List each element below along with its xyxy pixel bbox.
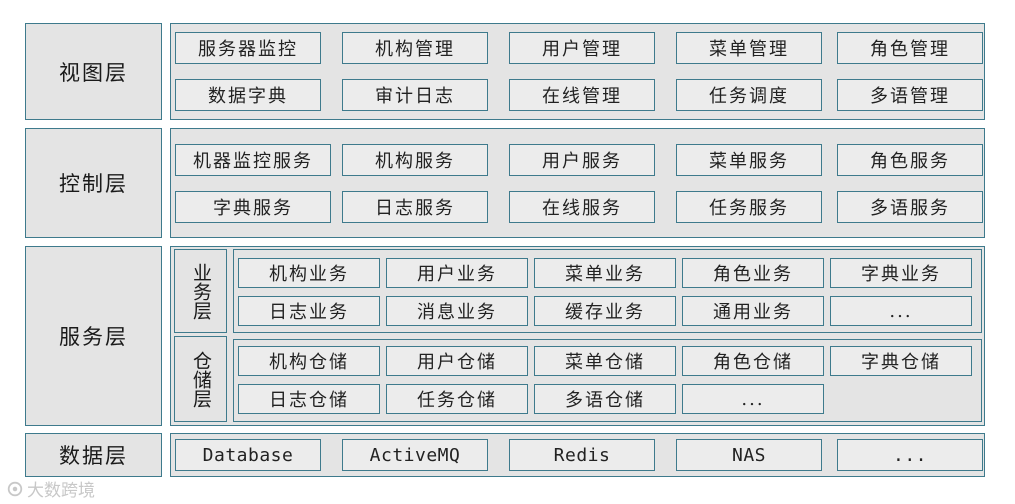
control-item: 日志服务 <box>342 191 488 223</box>
business-item: 字典业务 <box>830 258 972 288</box>
business-item: 机构业务 <box>238 258 380 288</box>
data-item: NAS <box>676 439 822 471</box>
view-item: 审计日志 <box>342 79 488 111</box>
watermark-logo-icon <box>7 481 23 496</box>
control-item: 字典服务 <box>175 191 331 223</box>
repository-item: 角色仓储 <box>682 346 824 376</box>
watermark-text: 大数跨境 <box>27 481 95 501</box>
data-item: ActiveMQ <box>342 439 488 471</box>
layer-label-control: 控制层 <box>25 128 162 238</box>
control-item: 机构服务 <box>342 144 488 176</box>
layer-label-view: 视图层 <box>25 23 162 120</box>
control-item: 菜单服务 <box>676 144 822 176</box>
business-layer-label: 业务层 <box>174 249 227 333</box>
view-item: 菜单管理 <box>676 32 822 64</box>
repository-item: 字典仓储 <box>830 346 972 376</box>
control-item: 用户服务 <box>509 144 655 176</box>
view-item: 机构管理 <box>342 32 488 64</box>
repository-item: 日志仓储 <box>238 384 380 414</box>
layer-label-data: 数据层 <box>25 433 162 477</box>
control-item: 在线服务 <box>509 191 655 223</box>
business-item: 通用业务 <box>682 296 824 326</box>
control-item: 多语服务 <box>837 191 983 223</box>
control-item: 机器监控服务 <box>175 144 331 176</box>
view-item: 在线管理 <box>509 79 655 111</box>
view-item: 服务器监控 <box>175 32 321 64</box>
business-item: 缓存业务 <box>534 296 676 326</box>
repository-item: 用户仓储 <box>386 346 528 376</box>
data-layer-panel: Database ActiveMQ Redis NAS ... <box>170 433 985 477</box>
layer-label-service: 服务层 <box>25 246 162 426</box>
control-item: 角色服务 <box>837 144 983 176</box>
data-item: ... <box>837 439 983 471</box>
repository-item: 多语仓储 <box>534 384 676 414</box>
repository-item: ... <box>682 384 824 414</box>
repository-layer-panel: 机构仓储 用户仓储 菜单仓储 角色仓储 字典仓储 日志仓储 任务仓储 多语仓储 … <box>233 339 982 422</box>
repository-layer-label: 仓储层 <box>174 336 227 422</box>
watermark: 大数跨境 <box>6 476 95 501</box>
view-item: 数据字典 <box>175 79 321 111</box>
repository-item: 任务仓储 <box>386 384 528 414</box>
view-item: 角色管理 <box>837 32 983 64</box>
business-item: 用户业务 <box>386 258 528 288</box>
service-layer-panel: 业务层 仓储层 机构业务 用户业务 菜单业务 角色业务 字典业务 日志业务 消息… <box>170 246 985 426</box>
view-item: 用户管理 <box>509 32 655 64</box>
business-item: 菜单业务 <box>534 258 676 288</box>
repository-item: 机构仓储 <box>238 346 380 376</box>
view-layer-panel: 服务器监控 机构管理 用户管理 菜单管理 角色管理 数据字典 审计日志 在线管理… <box>170 23 985 120</box>
business-layer-panel: 机构业务 用户业务 菜单业务 角色业务 字典业务 日志业务 消息业务 缓存业务 … <box>233 249 982 333</box>
data-item: Database <box>175 439 321 471</box>
business-item: 角色业务 <box>682 258 824 288</box>
view-item: 多语管理 <box>837 79 983 111</box>
data-item: Redis <box>509 439 655 471</box>
business-item: ... <box>830 296 972 326</box>
business-item: 消息业务 <box>386 296 528 326</box>
repository-item: 菜单仓储 <box>534 346 676 376</box>
control-layer-panel: 机器监控服务 机构服务 用户服务 菜单服务 角色服务 字典服务 日志服务 在线服… <box>170 128 985 238</box>
business-item: 日志业务 <box>238 296 380 326</box>
view-item: 任务调度 <box>676 79 822 111</box>
control-item: 任务服务 <box>676 191 822 223</box>
